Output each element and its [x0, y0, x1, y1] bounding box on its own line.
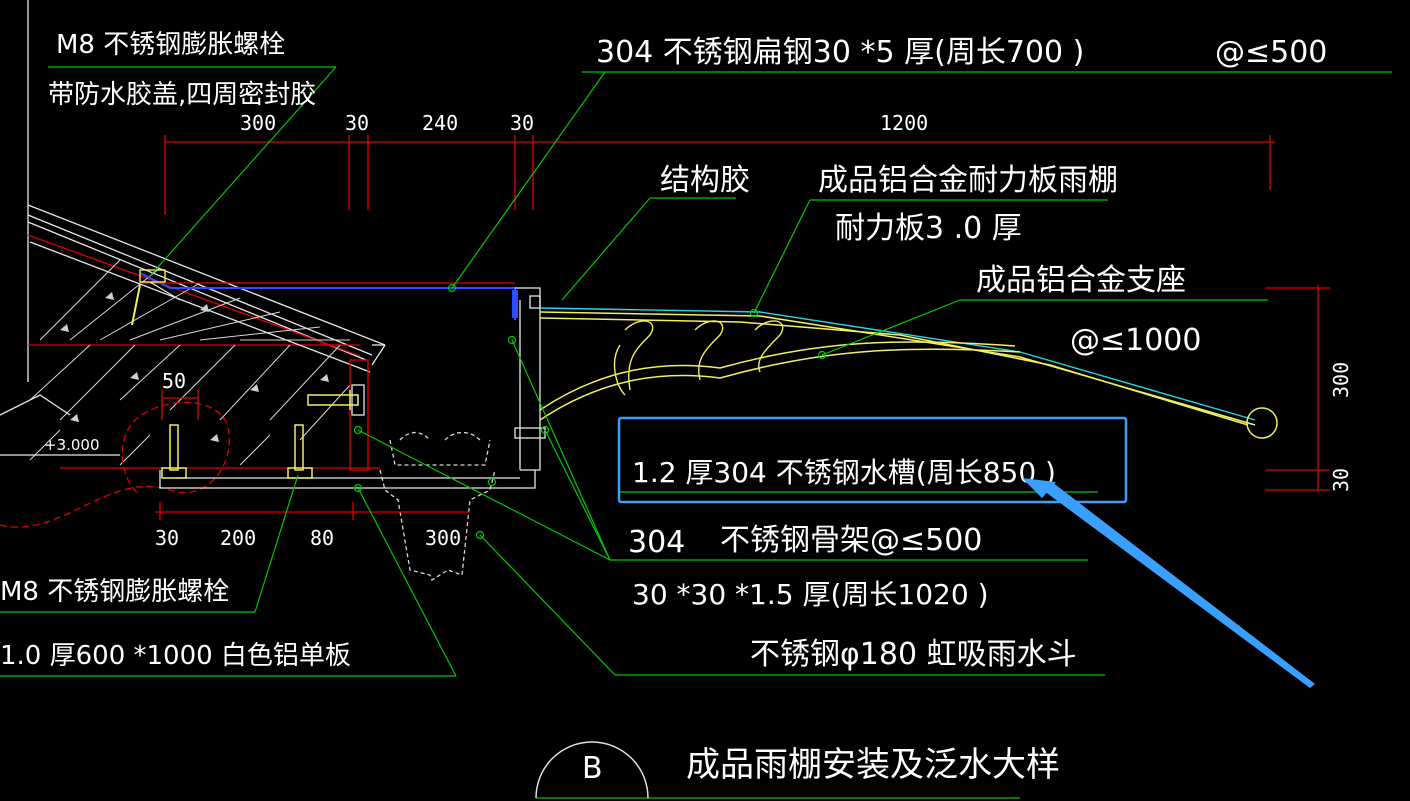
highlight-box — [617, 416, 1128, 504]
label-flat-steel: 304 不锈钢扁钢30 *5 厚(周长700 ) — [596, 35, 1084, 70]
dim-bottom-200: 200 — [220, 526, 256, 550]
elevation-marker: +3.000 — [0, 394, 120, 456]
dim-top-30b: 30 — [510, 111, 534, 135]
dim-right-30: 30 — [1329, 468, 1353, 492]
dim-top-300: 300 — [240, 111, 276, 135]
label-frame-2: 30 *30 *1.5 厚(周长1020 ) — [632, 578, 989, 611]
canopy-structure — [539, 307, 1278, 439]
detail-marker-circle — [535, 741, 649, 799]
label-canopy-board: 耐力板3 .0 厚 — [835, 211, 1022, 246]
flat-steel — [131, 269, 516, 326]
dim-right-300: 300 — [1329, 362, 1353, 398]
anchor-bolts — [161, 390, 359, 479]
siphon-drain — [379, 431, 496, 581]
dim-top-30a: 30 — [345, 111, 369, 135]
label-bolt-bottom: M8 不锈钢膨胀螺栓 — [0, 577, 229, 607]
dim-bottom-80: 80 — [310, 526, 334, 550]
leader-dots — [353, 283, 827, 540]
detail-title: 成品雨棚安装及泛水大样 — [686, 745, 1060, 785]
leader-lines — [0, 66, 1392, 799]
label-frame-1b: 不锈钢骨架@≤500 — [720, 523, 982, 558]
dim-small-50: 50 — [162, 369, 186, 393]
elevation-label: +3.000 — [44, 436, 100, 454]
dimension-lines — [155, 135, 1330, 520]
label-bolt-top-2: 带防水胶盖,四周密封胶 — [48, 80, 316, 110]
detail-mark: B — [582, 751, 603, 786]
dim-top-1200: 1200 — [880, 111, 928, 135]
label-support: 成品铝合金支座 — [976, 263, 1186, 298]
gutter — [159, 287, 546, 489]
label-drain: 不锈钢φ180 虹吸雨水斗 — [750, 637, 1077, 672]
label-support-spacing: @≤1000 — [1070, 323, 1201, 358]
dim-top-240: 240 — [422, 111, 458, 135]
highlight-arrow — [1022, 478, 1315, 688]
dimension-texts: 300 30 240 30 1200 30 200 80 300 50 300 … — [155, 111, 1353, 550]
annotation-labels: M8 不锈钢膨胀螺栓 带防水胶盖,四周密封胶 304 不锈钢扁钢30 *5 厚(… — [0, 30, 1327, 786]
revision-cloud — [0, 401, 230, 528]
dim-bottom-30: 30 — [155, 526, 179, 550]
label-bolt-top-1: M8 不锈钢膨胀螺栓 — [56, 30, 285, 60]
label-canopy: 成品铝合金耐力板雨棚 — [818, 163, 1118, 198]
dim-bottom-300: 300 — [425, 526, 461, 550]
roof-slope — [27, 0, 386, 471]
label-flat-steel-spacing: @≤500 — [1215, 35, 1327, 70]
label-panel: 1.0 厚600 *1000 白色铝单板 — [0, 641, 351, 671]
label-frame-1: 304 — [628, 525, 685, 560]
label-gutter: 1.2 厚304 不锈钢水槽(周长850 ) — [632, 456, 1056, 489]
label-struct-glue: 结构胶 — [660, 163, 750, 198]
